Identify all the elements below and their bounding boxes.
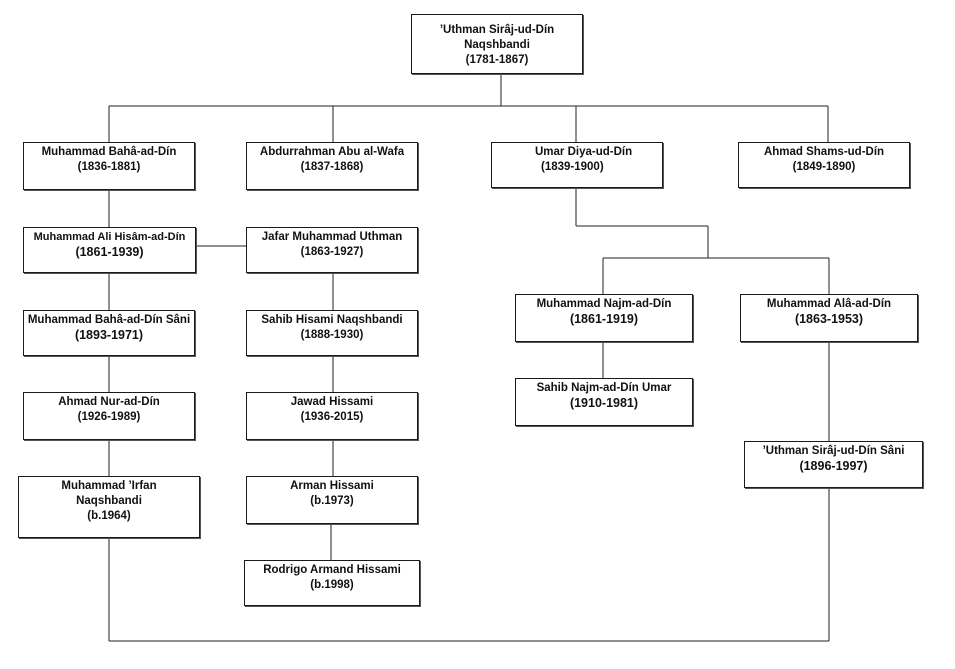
person-dates: (1849-1890) — [792, 161, 856, 173]
person-name: ’Uthman Sirâj-ud-Dín Sâni — [762, 445, 905, 457]
person-dates: (1910-1981) — [569, 396, 639, 410]
person-box-hisamaddin: Muhammad Ali Hisâm-ad-Dín (1861-1939) — [23, 227, 196, 273]
person-name: Abdurrahman Abu al-Wafa — [259, 146, 405, 158]
person-dates: (1863-1953) — [794, 312, 864, 326]
person-name: Ahmad Shams-ud-Dín — [763, 146, 885, 158]
person-dates: (1861-1939) — [75, 245, 144, 259]
person-box-jafar: Jafar Muhammad Uthman (1863-1927) — [246, 227, 418, 273]
person-dates: (1936-2015) — [300, 411, 364, 423]
person-dates: (1863-1927) — [300, 246, 364, 258]
person-dates: (1861-1919) — [569, 312, 639, 326]
person-box-bahaaddin: Muhammad Bahâ-ad-Dín (1836-1881) — [23, 142, 195, 190]
person-box-abulwafa: Abdurrahman Abu al-Wafa (1837-1868) — [246, 142, 418, 190]
person-dates: (1896-1997) — [799, 459, 868, 473]
person-name: Muhammad Alâ-ad-Dín — [766, 298, 892, 310]
person-dates: (b.1998) — [310, 579, 354, 591]
person-box-najmaddin: Muhammad Najm-ad-Dín (1861-1919) — [515, 294, 693, 342]
person-name: Sahib Najm-ad-Dín Umar — [536, 382, 672, 394]
person-box-shamsuddin: Ahmad Shams-ud-Dín (1849-1890) — [738, 142, 910, 188]
person-box-nuraddin: Ahmad Nur-ad-Dín (1926-1989) — [23, 392, 195, 440]
person-dates: (b.1973) — [310, 495, 354, 507]
person-box-jawad: Jawad Hissami (1936-2015) — [246, 392, 418, 440]
person-dates: (1837-1868) — [300, 161, 364, 173]
person-box-diyauddin: Umar Diya-ud-Dín (1839-1900) — [491, 142, 663, 188]
person-dates: (1893-1971) — [74, 328, 144, 342]
person-name: Jawad Hissami — [290, 396, 374, 408]
person-name: Jafar Muhammad Uthman — [261, 231, 403, 243]
person-box-rodrigo: Rodrigo Armand Hissami (b.1998) — [244, 560, 420, 606]
person-box-uthmansani: ’Uthman Sirâj-ud-Dín Sâni (1896-1997) — [744, 441, 923, 488]
person-box-sahibhisami: Sahib Hisami Naqshbandi (1888-1930) — [246, 310, 418, 356]
person-name: ’Uthman Sirâj-ud-Dín Naqshbandi — [439, 24, 555, 51]
person-name: Muhammad Najm-ad-Dín — [536, 298, 672, 310]
person-dates: (1926-1989) — [77, 411, 141, 423]
person-box-sahibnajm: Sahib Najm-ad-Dín Umar (1910-1981) — [515, 378, 693, 426]
person-name: Arman Hissami — [290, 480, 374, 492]
person-dates: (b.1964) — [87, 510, 131, 522]
person-name: Umar Diya-ud-Dín — [535, 146, 633, 158]
person-dates: (1839-1900) — [541, 161, 604, 173]
person-name: Ahmad Nur-ad-Dín — [58, 396, 160, 408]
person-box-irfan: Muhammad ’Irfan Naqshbandi (b.1964) — [18, 476, 200, 538]
person-dates: (1836-1881) — [77, 161, 141, 173]
person-name: Rodrigo Armand Hissami — [263, 564, 401, 576]
person-box-bahaaddinsani: Muhammad Bahâ-ad-Dín Sâni (1893-1971) — [23, 310, 195, 356]
person-box-root: ’Uthman Sirâj-ud-Dín Naqshbandi (1781-18… — [411, 14, 583, 74]
person-name: Sahib Hisami Naqshbandi — [261, 314, 403, 326]
person-dates: (1781-1867) — [465, 54, 529, 66]
person-box-arman: Arman Hissami (b.1973) — [246, 476, 418, 524]
person-name: Muhammad Bahâ-ad-Dín — [41, 146, 177, 158]
person-box-alaaddin: Muhammad Alâ-ad-Dín (1863-1953) — [740, 294, 918, 342]
person-name: Muhammad Ali Hisâm-ad-Dín — [33, 231, 186, 243]
person-dates: (1888-1930) — [300, 329, 364, 341]
person-name: Muhammad ’Irfan Naqshbandi — [61, 480, 157, 507]
person-name: Muhammad Bahâ-ad-Dín Sâni — [27, 314, 191, 326]
